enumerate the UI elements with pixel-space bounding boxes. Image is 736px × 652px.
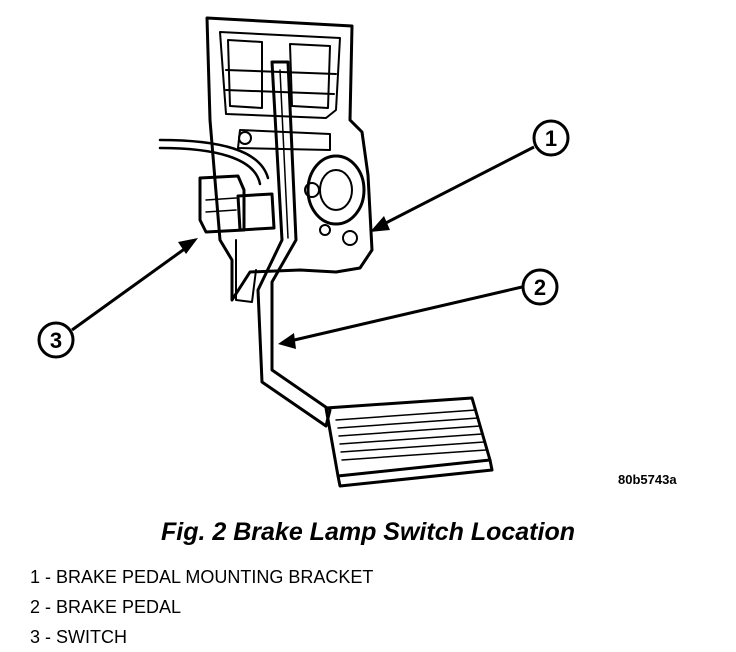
brake-lamp-switch-diagram: 1 2 3 xyxy=(37,16,570,488)
callout-2-label: 2 xyxy=(534,275,546,300)
pivot-hub xyxy=(304,154,366,226)
brake-lamp-switch xyxy=(158,138,276,234)
legend-item: 1 - BRAKE PEDAL MOUNTING BRACKET xyxy=(30,567,374,587)
legend: 1 - BRAKE PEDAL MOUNTING BRACKET 2 - BRA… xyxy=(30,562,373,652)
callout-3: 3 xyxy=(37,238,198,359)
callout-3-label: 3 xyxy=(50,328,62,353)
mounting-bracket xyxy=(205,16,374,303)
legend-item: 3 - SWITCH xyxy=(30,627,127,647)
callout-1: 1 xyxy=(370,119,570,232)
legend-item: 2 - BRAKE PEDAL xyxy=(30,597,182,617)
figure-caption: Fig. 2 Brake Lamp Switch Location xyxy=(161,518,575,546)
pedal-arm xyxy=(256,60,332,428)
pedal-pad xyxy=(324,396,494,488)
callout-2: 2 xyxy=(278,268,559,349)
callout-1-label: 1 xyxy=(545,126,557,151)
figure-code: 80b5743a xyxy=(618,472,677,487)
